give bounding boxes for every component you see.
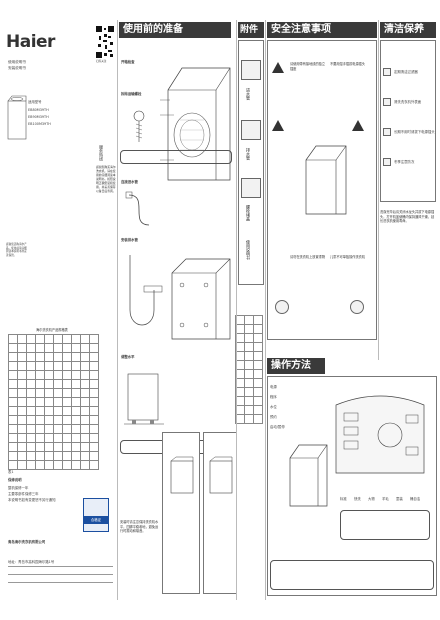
- care-point: 冬季注意防冻: [394, 160, 415, 164]
- washer-operation-diagram: [289, 444, 328, 507]
- cover-fine-print: 感谢您选购海尔产品，使用前请仔细阅读本说明书并妥善保管。: [6, 243, 27, 257]
- model-item: EB80M39TH: [28, 108, 49, 112]
- install-panel: [203, 432, 237, 594]
- section-header-parts: 附件: [238, 22, 264, 38]
- parts-item-label: 螺栓堵盖: [246, 205, 251, 221]
- certificate-badge: [83, 498, 109, 532]
- care-point: 定期清洁过滤器: [394, 70, 418, 74]
- program-label: 大物: [368, 497, 375, 501]
- care-text-block: 洗涤完毕后请关闭水龙头并拔下电源插头，打开机盖使桶内保持通风干燥，延长洗衣机使用…: [380, 210, 435, 224]
- program-label: 羊毛: [382, 497, 389, 501]
- washer-safety-diagram: [305, 145, 347, 215]
- program-table: [235, 315, 263, 424]
- washer-small-diagram: [170, 456, 194, 494]
- install-note-bubble: [120, 150, 232, 164]
- parts-item-label: 排水管: [246, 148, 251, 160]
- inlet-hose-icon: [241, 60, 261, 80]
- install-step: 安装排水管: [121, 238, 138, 242]
- install-step: 开箱检查: [121, 60, 135, 64]
- qr-caption: 扫码关注: [96, 60, 107, 63]
- panel-button-label: 预约: [270, 415, 277, 419]
- control-panel-diagram: [335, 395, 425, 474]
- service-hotline-label: 服务热线: [99, 145, 104, 161]
- section-header-care: 清洁保养: [380, 22, 436, 38]
- check-icon: [383, 158, 391, 166]
- cover-subtitle-2: 安装说明书: [8, 66, 26, 70]
- model-item: EB90M39TH: [28, 115, 49, 119]
- care-point: 长期不用时请拔下电源插头: [394, 130, 435, 134]
- washer-rear-diagram: [171, 258, 231, 340]
- spec-table-title: 海尔洗衣机产品规格表: [36, 328, 68, 332]
- parts-item-label: 使用说明书: [246, 240, 251, 260]
- company-name: 青岛海尔洗衣机有限公司: [8, 540, 46, 544]
- safety-panel: [267, 40, 377, 340]
- check-icon: [383, 98, 391, 106]
- panel-button-label: 水位: [270, 405, 277, 409]
- section-header-install: 使用前的准备: [119, 22, 231, 38]
- panel-button-label: 电源: [270, 385, 277, 389]
- safety-point: 儿童不可单独操作洗衣机: [330, 255, 366, 259]
- parts-panel: [238, 40, 264, 285]
- program-label: 标准: [340, 497, 347, 501]
- install-panel-text: 安装时请注意保持洗衣机水平，四脚平稳着地，避免运行时振动和噪音。: [120, 520, 159, 534]
- hose-icon: [125, 191, 150, 226]
- table-label: 表1: [8, 470, 14, 474]
- operation-step-bubble: [340, 510, 430, 540]
- warning-icon: [272, 62, 284, 73]
- washer-illustration: [7, 95, 27, 140]
- safety-point: 不要用湿手插拔电源插头: [330, 62, 366, 66]
- panel-button-label: 程序: [270, 395, 277, 399]
- notes-item: 整机保修一年: [8, 486, 29, 490]
- model-item: EB100M39TH: [28, 122, 51, 126]
- panel-button-label: 启动/暂停: [270, 425, 285, 429]
- check-icon: [383, 128, 391, 136]
- intro-text-block: 感谢您购买海尔洗衣机。请在使用前仔细阅读本说明书，按照说明正确安装和使用，并妥善…: [96, 165, 116, 194]
- install-step: 拆除运输螺栓: [121, 92, 142, 96]
- washer-small-diagram: [209, 456, 233, 494]
- section-header-operation: 操作方法: [267, 358, 325, 374]
- no-touch-icon: [275, 300, 289, 314]
- leveling-diagram: [124, 373, 164, 425]
- plug-icon: [350, 300, 364, 314]
- notes-item: 本说明书如有变更恕不另行通知: [8, 498, 56, 502]
- bolt-cap-icon: [241, 178, 261, 198]
- brand-logo: Haier: [6, 32, 55, 52]
- certificate-badge-label: 合格证: [83, 516, 109, 524]
- warning-icon: [272, 120, 284, 131]
- drain-hose-icon: [241, 120, 261, 140]
- operation-note-bubble: [270, 560, 434, 590]
- spec-table: [8, 334, 99, 470]
- safety-point: 请勿在洗衣机上放置重物: [290, 255, 326, 259]
- install-step: 调整水平: [121, 355, 135, 359]
- section-header-safety: 安全注意事项: [267, 22, 377, 38]
- care-panel: [380, 40, 436, 202]
- program-label: 快洗: [354, 497, 361, 501]
- qr-code: [96, 26, 114, 58]
- program-label: 桶自洁: [410, 497, 421, 501]
- install-step: 连接进水管: [121, 180, 138, 184]
- models-heading: 适用型号: [28, 100, 42, 104]
- notes-title: 保修说明: [8, 478, 22, 482]
- notes-item: 主要零部件保修三年: [8, 492, 39, 496]
- parts-item-label: 进水管: [246, 88, 251, 100]
- care-point: 清洗洗衣机外表面: [394, 100, 422, 104]
- washer-exploded-diagram: [160, 67, 231, 181]
- program-label: 童装: [396, 497, 403, 501]
- warning-icon: [352, 120, 364, 131]
- safety-point: 请使用带有接地线的独立插座: [290, 62, 326, 71]
- install-panel: [162, 432, 200, 594]
- check-icon: [383, 68, 391, 76]
- company-address: 地址：青岛市高科园海尔路1号: [8, 560, 55, 564]
- cover-subtitle-1: 使用说明书: [8, 60, 26, 64]
- screw-icon: [133, 110, 145, 142]
- drain-hose-diagram: [129, 255, 163, 326]
